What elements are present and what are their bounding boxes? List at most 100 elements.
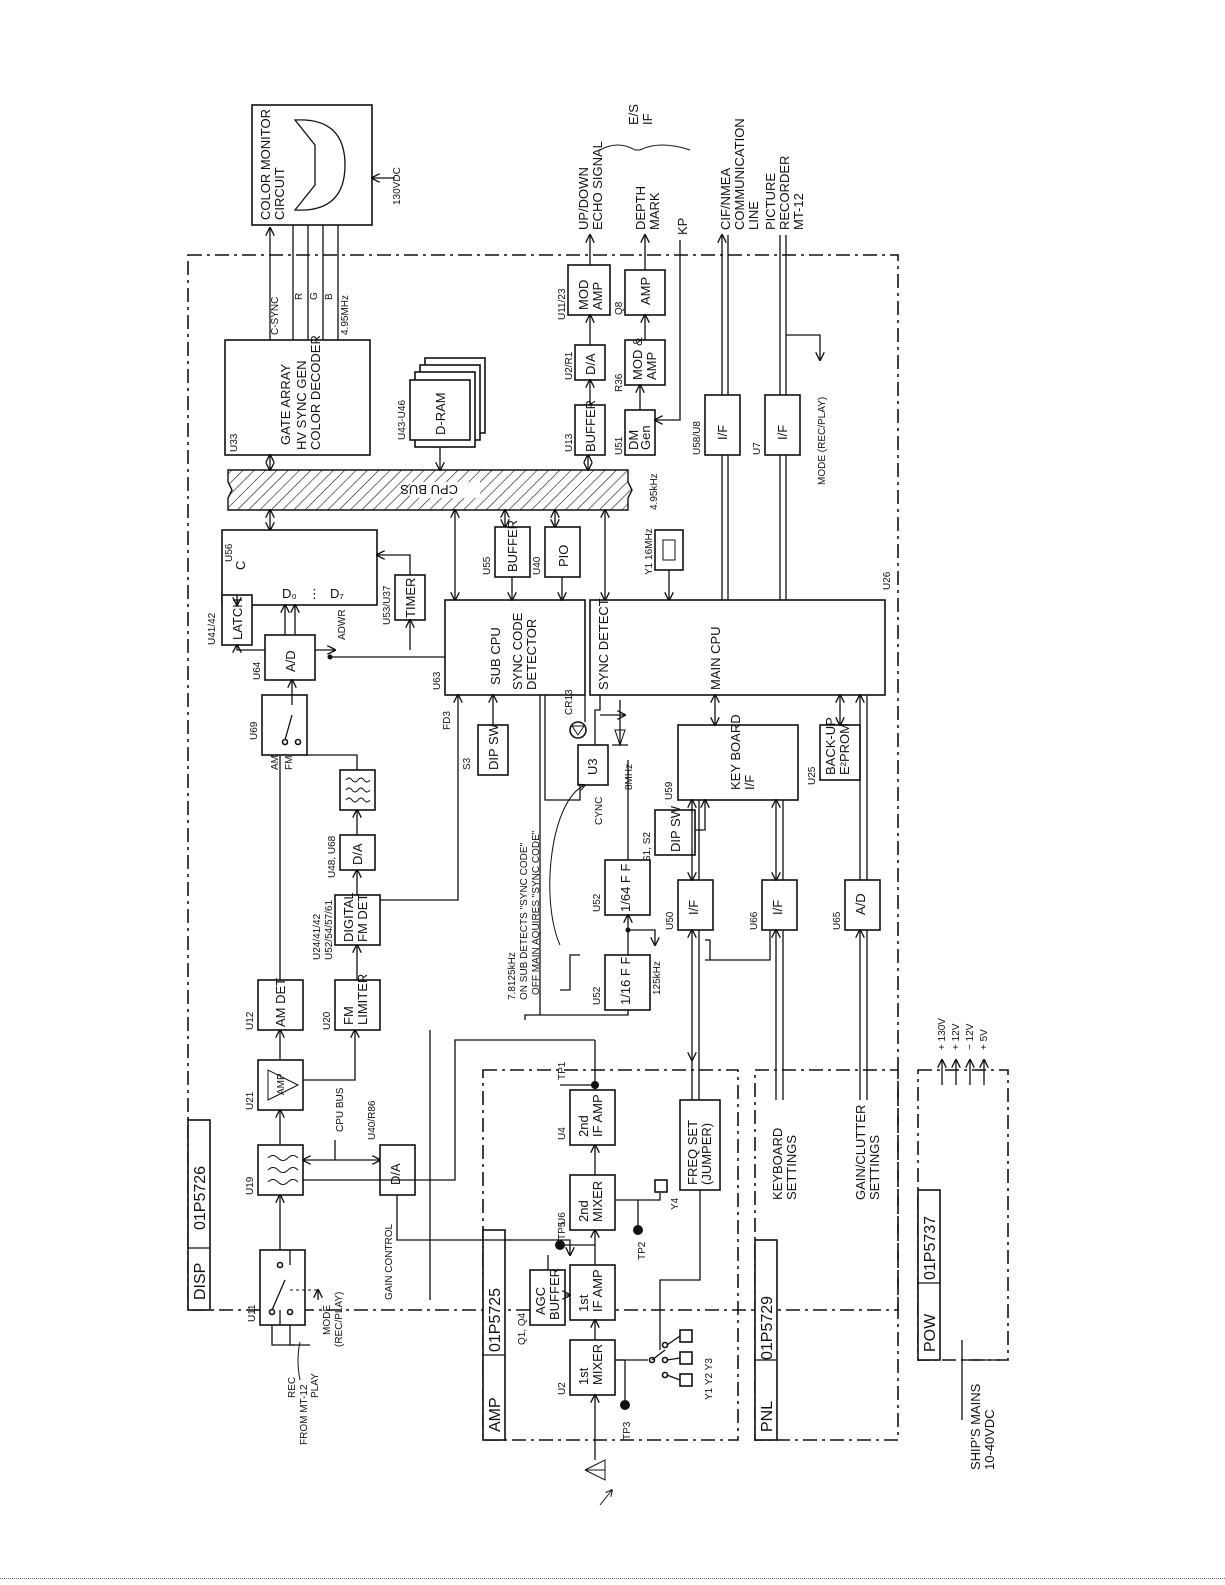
if2-label-1: 2nd (576, 1115, 591, 1137)
pnl-board-name: PNL (759, 1401, 776, 1432)
freq-set-label-1: FREQ SET (685, 1120, 700, 1185)
amp-u21-label: AMP (276, 1073, 287, 1095)
mod-amp-label-2: AMP (590, 282, 605, 310)
sync-detect-label: SYNC DETECT (596, 598, 611, 690)
frequency-dividers: 1/64 F F U52 1/16 F F U52 125kHz 7.8125k… (507, 695, 663, 1020)
u6-ref: U6 (557, 1212, 568, 1225)
u56-c: C (233, 561, 248, 570)
u3-label: U3 (585, 758, 600, 775)
es-label-1: E/S (626, 104, 641, 125)
mode-rec-play: MODE (REC/PLAY) (817, 397, 828, 485)
tp2-label: TP2 (637, 1241, 648, 1260)
color-monitor: COLOR MONITOR CIRCUIT 130VDC (251, 104, 403, 226)
u24-ref-1: U24/41/42 (312, 913, 323, 960)
keyboard-if-label-2: I/F (742, 775, 757, 790)
mod-amp-label-1: MOD (576, 280, 591, 310)
pow-board: POW 01P5737 SHIP'S MAINS 10-40VDC + 130V… (917, 1018, 1009, 1470)
da-u48-label: D/A (350, 843, 365, 865)
u1123-ref: U11/23 (557, 288, 568, 320)
buffer-u55-label: BUFFER (505, 520, 520, 572)
from-mt12-label: FROM MT-12 (299, 1384, 310, 1445)
buffer-pio: BUFFER U55 PIO U40 (482, 520, 581, 600)
u25-ref: U25 (807, 766, 818, 785)
if-u50-label: I/F (686, 900, 701, 915)
csync-label: C-SYNC (270, 297, 281, 335)
cif-label-2: COMMUNICATION (732, 118, 747, 230)
u11-mode-1: MODE (322, 1305, 333, 1335)
tp3-label: TP3 (622, 1421, 633, 1440)
pow-board-tag: POW 01P5737 (917, 1189, 941, 1361)
digital-fm-label-2: FM DET (355, 894, 370, 942)
voltage-minus-12v: − 12V (965, 1023, 976, 1050)
interface-blocks: I/F U58/U8 CIF/NMEA COMMUNICATION LINE I… (692, 118, 828, 600)
kp-label: KP (675, 218, 690, 235)
latch-label: LATCH (230, 598, 245, 640)
u40-ref: U40 (532, 556, 543, 575)
u53-ref: U53/U37 (382, 585, 393, 625)
amp-board-tag: AMP 01P5725 (482, 1229, 506, 1441)
keyboard-settings-2: SETTINGS (784, 1135, 799, 1200)
page-footer-line (0, 1578, 1225, 1579)
mod-amp2-label-2: AMP (644, 352, 659, 380)
panel-interfaces: I/F U50 I/F U66 A/D U65 (665, 695, 881, 1100)
buffer-u13-label: BUFFER (583, 400, 598, 452)
freq-8mhz: 8MHz (624, 764, 635, 790)
u7-ref: U7 (752, 442, 763, 455)
keyboard-settings-1: KEYBOARD (770, 1128, 785, 1200)
voltage-plus-12v: + 12V (951, 1023, 962, 1050)
crystal-y1: Y1 16MHz (644, 528, 684, 600)
depth-mark-chain: DM Gen U51 4.95kHz MOD & AMP R36 AMP Q8 … (599, 104, 691, 510)
detector-label: DETECTOR (524, 619, 539, 690)
sync-code-label: SYNC CODE (510, 612, 525, 690)
if2-label-2: IF AMP (590, 1094, 605, 1137)
y123-label: Y1 Y2 Y3 (704, 1358, 715, 1400)
updown-label-1: UP/DOWN (576, 167, 591, 230)
mixer1-label-2: MIXER (590, 1344, 605, 1385)
u58-ref: U58/U8 (692, 421, 703, 455)
picture-label-1: PICTURE (763, 173, 778, 230)
y1-label: Y1 16MHz (644, 528, 655, 575)
disp-board-name: DISP (192, 1263, 209, 1300)
da-u2-label: D/A (583, 353, 598, 375)
if-u66-label: I/F (770, 900, 785, 915)
q8-ref: Q8 (614, 301, 625, 315)
freq-495mhz: 4.95MHz (340, 295, 351, 335)
cync-label: CYNC (594, 797, 605, 825)
u56-d7: D₇ (330, 586, 344, 601)
ff-64-label: 1/64 F F (618, 864, 633, 912)
amp-board-code: 01P5725 (487, 1288, 504, 1352)
sync-note-1: 7.8125kHz (507, 952, 518, 1000)
mixer2-label-1: 2nd (576, 1200, 591, 1222)
mains-label-1: SHIP'S MAINS (968, 1383, 983, 1470)
dip-sw-s3-label: DIP SW (486, 723, 501, 770)
u40r86-ref: U40/R86 (367, 1100, 378, 1140)
amp-board-name: AMP (487, 1397, 504, 1432)
if1-label-1: 1st (576, 1294, 591, 1312)
u66-ref: U66 (749, 911, 760, 930)
dip-switch-s3: DIP SW S3 FD3 (442, 695, 509, 776)
play-label: PLAY (310, 1373, 321, 1398)
u20-ref: U20 (322, 1011, 333, 1030)
dip-switch-s1s2: DIP SW S1, S2 (642, 800, 705, 862)
cpu-bus-small-label: CPU BUS (335, 1087, 346, 1132)
backup-label-1: BACK-UP (823, 717, 838, 775)
sync-note-3: OFF MAIN AQUIRES "SYNC CODE" (531, 830, 542, 995)
u26-ref: U26 (882, 571, 893, 590)
dram-label: D-RAM (433, 392, 448, 435)
mod-amp2-label-1: MOD & (630, 337, 645, 380)
s1s2-ref: S1, S2 (642, 832, 653, 862)
fd3-ref: FD3 (442, 711, 453, 730)
monitor-label-1: COLOR MONITOR (258, 109, 273, 220)
cpu-bus-label: CPU BUS (400, 482, 458, 497)
disp-board-tag: DISP 01P5726 (187, 1119, 211, 1311)
freq-set-label-2: (JUMPER) (699, 1123, 714, 1185)
main-cpu-block: U26 SYNC DETECT MAIN CPU (589, 571, 893, 696)
u19-ref: U19 (245, 1176, 256, 1195)
u48-ref: U48, U68 (327, 835, 338, 878)
u69-am: AM (270, 755, 281, 770)
pnl-board-tag: PNL 01P5729 (754, 1239, 778, 1441)
tp1-label: TP1 (557, 1061, 568, 1080)
dram-block: D-RAM U43-U46 (397, 357, 486, 448)
sub-cpu-block: U63 SUB CPU SYNC CODE DETECTOR (432, 599, 586, 696)
